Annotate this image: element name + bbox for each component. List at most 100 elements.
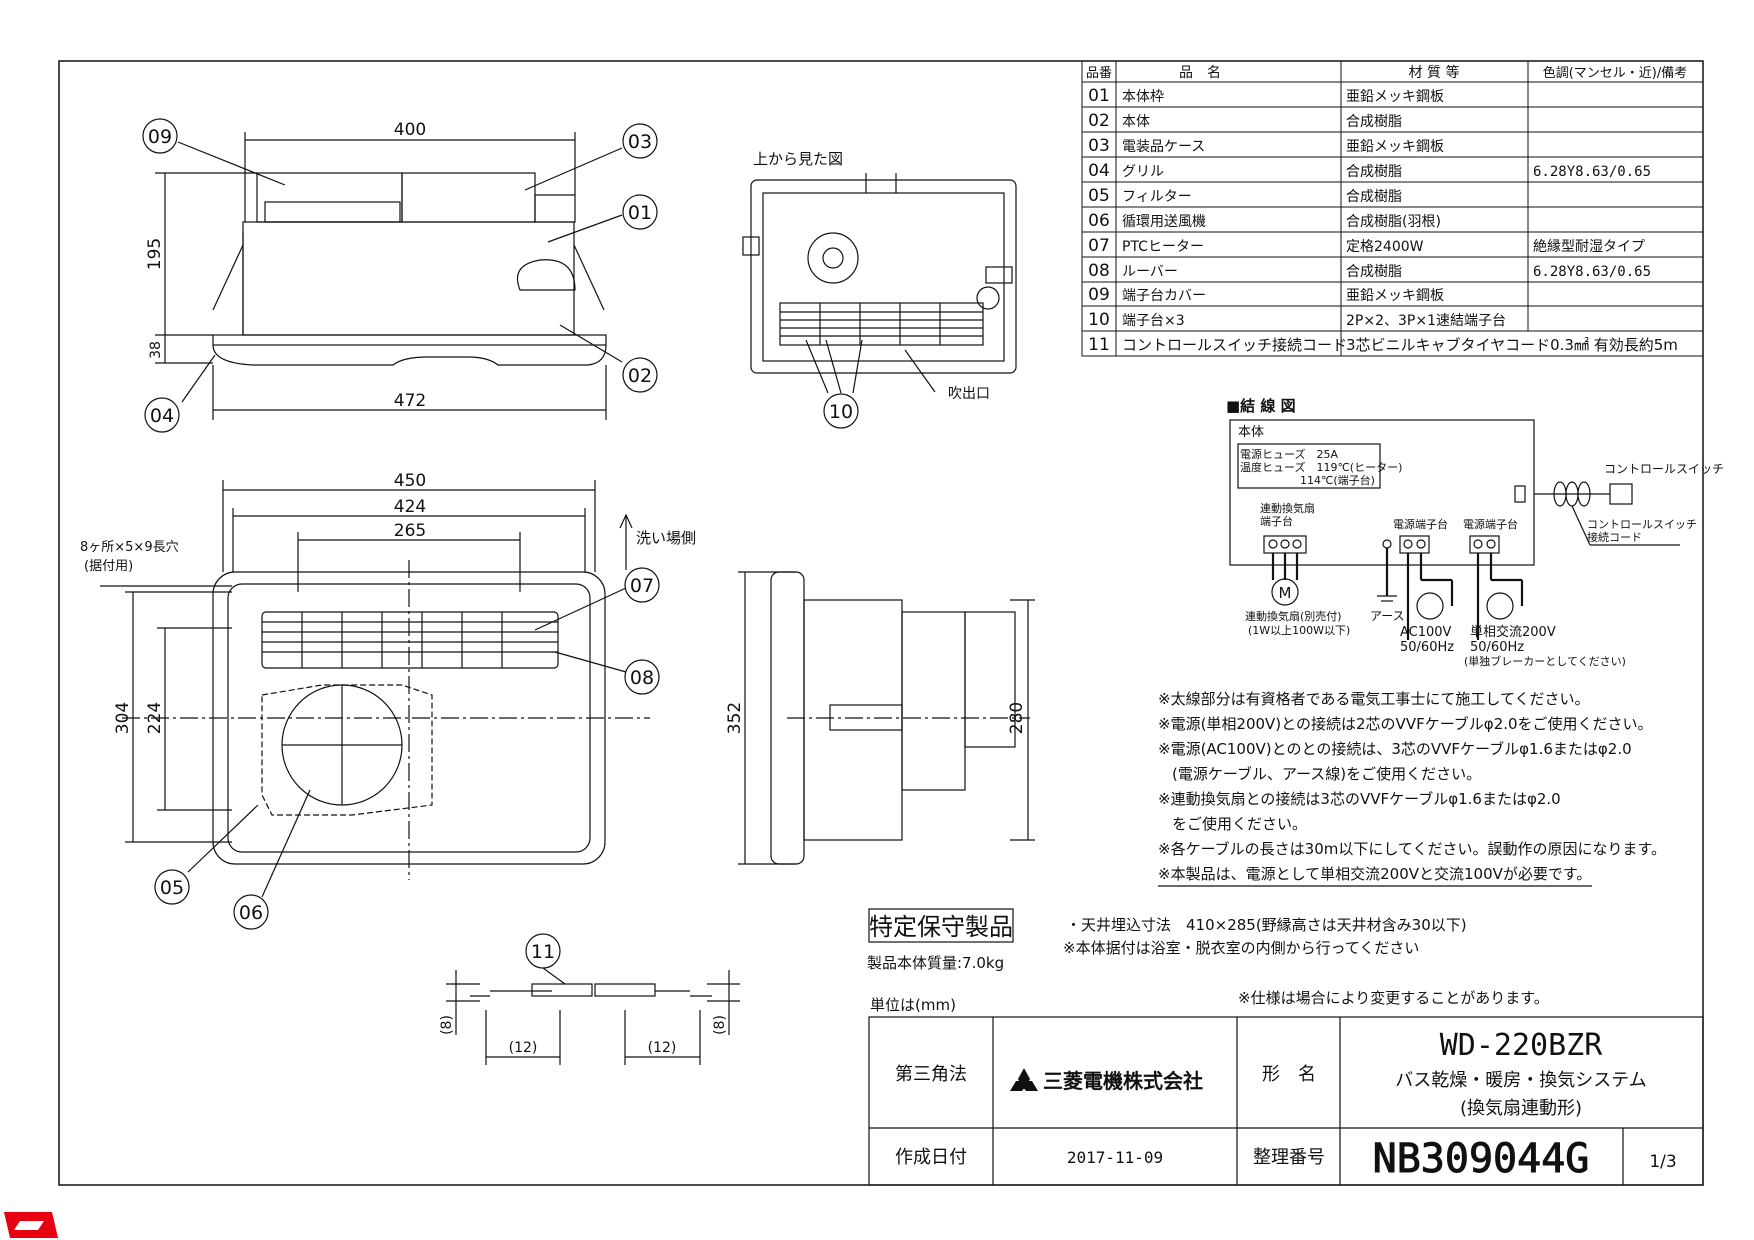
model-number: WD-220BZR [1440, 1028, 1603, 1063]
earth-label: アース [1370, 609, 1405, 623]
callouts: 09 03 01 02 04 10 07 08 05 06 11 [142, 118, 859, 969]
projection-label: 第三角法 [895, 1064, 967, 1085]
note-4: (電源ケーブル、アース線)をご使用ください。 [1172, 765, 1481, 783]
switch-label: コントロールスイッチ [1604, 462, 1724, 476]
dim-side-bottom: 472 [394, 391, 426, 411]
reference-number: NB309044G [1373, 1136, 1590, 1182]
dim-side-height: 195 [145, 238, 165, 270]
callout-07: 07 [630, 575, 654, 597]
note-6: をご使用ください。 [1172, 815, 1307, 833]
dim-right-h1: 352 [725, 702, 745, 734]
note-1: ※太線部分は有資格者である電気工事士にて施工してください。 [1158, 690, 1590, 708]
holes-label: 8ヶ所×5×9長穴 [80, 540, 179, 555]
callout-05: 05 [160, 877, 184, 899]
cord-dims: (8) (8) (12) (12) [439, 1015, 728, 1056]
ac100-label: AC100V [1400, 625, 1452, 640]
part-material: 合成樹脂(羽根) [1346, 214, 1441, 230]
dim-side-top: 400 [394, 120, 426, 140]
title-block-text: 第三角法 三菱電機株式会社 形 名 WD-220BZR バス乾燥・暖房・換気シス… [895, 1028, 1677, 1183]
note-5: ※連動換気扇との接続は3芯のVVFケーブルφ1.6またはφ2.0 [1158, 790, 1561, 808]
part-no: 07 [1088, 236, 1110, 256]
part-name: 循環用送風機 [1122, 214, 1206, 230]
ac200-freq: 50/60Hz [1470, 640, 1524, 655]
dim-side-grill: 38 [148, 341, 164, 359]
dim-right-h2: 280 [1007, 702, 1027, 734]
fuse-2: 温度ヒューズ 119℃(ヒーター) [1240, 460, 1402, 474]
spec-change-note: ※仕様は場合により変更することがあります。 [1238, 989, 1549, 1007]
mitsubishi-logo-icon [1010, 1068, 1038, 1091]
part-no: 06 [1088, 211, 1110, 231]
header-note: 色調(マンセル・近)/備考 [1543, 65, 1688, 81]
part-material: 亜鉛メッキ鋼板 [1346, 288, 1444, 304]
part-material: 2P×2、3P×1速結端子台 [1346, 313, 1506, 329]
corner-logo-icon [4, 1212, 58, 1238]
mount-note: ※本体据付は浴室・脱衣室の内側から行ってください [1063, 939, 1419, 957]
note-3: ※電源(AC100V)とのとの接続は、3芯のVVFケーブルφ1.6またはφ2.0 [1158, 740, 1632, 758]
model-label: 形 名 [1262, 1064, 1316, 1085]
note-7: ※各ケーブルの長さは30m以下にしてください。誤動作の原因になります。 [1158, 840, 1666, 858]
right-view-dims: 352 280 [725, 702, 1027, 734]
wiring-diagram [1229, 419, 1680, 640]
callout-01: 01 [628, 202, 652, 224]
part-note: 6.28Y8.63/0.65 [1533, 264, 1651, 280]
fan-label-2: (1W以上100W以下) [1248, 624, 1350, 637]
part-no: 05 [1088, 186, 1110, 206]
part-material: 亜鉛メッキ鋼板 [1346, 139, 1444, 155]
dim-cord-l1: (12) [509, 1040, 538, 1056]
product-subdescription: (換気扇連動形) [1460, 1098, 1582, 1119]
part-name: 電装品ケース [1122, 139, 1205, 155]
part-name: 本体枠 [1122, 89, 1164, 105]
part-name: 本体 [1122, 114, 1150, 130]
part-name: PTCヒーター [1122, 239, 1204, 255]
callout-08: 08 [630, 667, 654, 689]
fuse-1: 電源ヒューズ 25A [1240, 447, 1338, 461]
part-note: 6.28Y8.63/0.65 [1533, 164, 1651, 180]
part-no: 03 [1088, 136, 1110, 156]
motor-symbol: M [1279, 584, 1292, 602]
note-8: ※本製品は、電源として単相交流200Vと交流100Vが必要です。 [1158, 865, 1591, 883]
top-view [742, 173, 1017, 394]
callout-10: 10 [829, 401, 853, 423]
part-no: 04 [1088, 161, 1110, 181]
part-material: 合成樹脂 [1346, 189, 1402, 205]
right-side-view [738, 571, 1035, 865]
part-material: 亜鉛メッキ鋼板 [1346, 89, 1444, 105]
part-no: 11 [1088, 335, 1110, 355]
callout-03: 03 [628, 131, 652, 153]
part-note: 絶縁型耐湿タイプ [1533, 239, 1645, 255]
badge-frame [868, 908, 1014, 943]
parts-table [1081, 60, 1704, 357]
callout-11: 11 [531, 941, 555, 963]
title-block [868, 1016, 1704, 1186]
ref-label: 整理番号 [1253, 1147, 1325, 1168]
creation-date: 2017-11-09 [1067, 1148, 1163, 1167]
callout-04: 04 [150, 405, 174, 427]
header-material: 材 質 等 [1409, 64, 1460, 81]
part-no: 10 [1088, 310, 1110, 330]
cord-drawing [446, 967, 740, 1065]
date-label: 作成日付 [895, 1147, 967, 1168]
dim-front-h1: 304 [113, 702, 133, 734]
wash-side-label: 洗い場側 [636, 529, 696, 547]
page-number: 1/3 [1649, 1152, 1676, 1172]
product-description: バス乾燥・暖房・換気システム [1395, 1070, 1646, 1091]
cord-label-1: コントロールスイッチ [1587, 518, 1697, 531]
wiring-body-label: 本体 [1238, 425, 1264, 440]
dim-front-w2: 424 [394, 497, 426, 517]
part-name: ルーバー [1122, 264, 1178, 280]
part-name: 端子台カバー [1122, 288, 1206, 304]
part-no: 09 [1088, 285, 1110, 305]
ceiling-size: ・天井埋込寸法 410×285(野縁高さは天井材含み30以下) [1066, 916, 1467, 934]
callout-09: 09 [148, 126, 172, 148]
part-name: フィルター [1122, 189, 1192, 205]
callout-06: 06 [239, 902, 263, 924]
power-terminal-1: 電源端子台 [1393, 517, 1448, 531]
callout-02: 02 [628, 365, 652, 387]
parts-table-text: 品番 品 名 材 質 等 色調(マンセル・近)/備考 01 本体枠 亜鉛メッキ鋼… [1086, 64, 1687, 355]
part-material: 合成樹脂 [1346, 114, 1402, 130]
part-no: 02 [1088, 111, 1110, 131]
ac200-label: 単相交流200V [1470, 624, 1556, 640]
part-name: コントロールスイッチ接続コード [1122, 336, 1347, 354]
dim-front-w1: 450 [394, 471, 426, 491]
